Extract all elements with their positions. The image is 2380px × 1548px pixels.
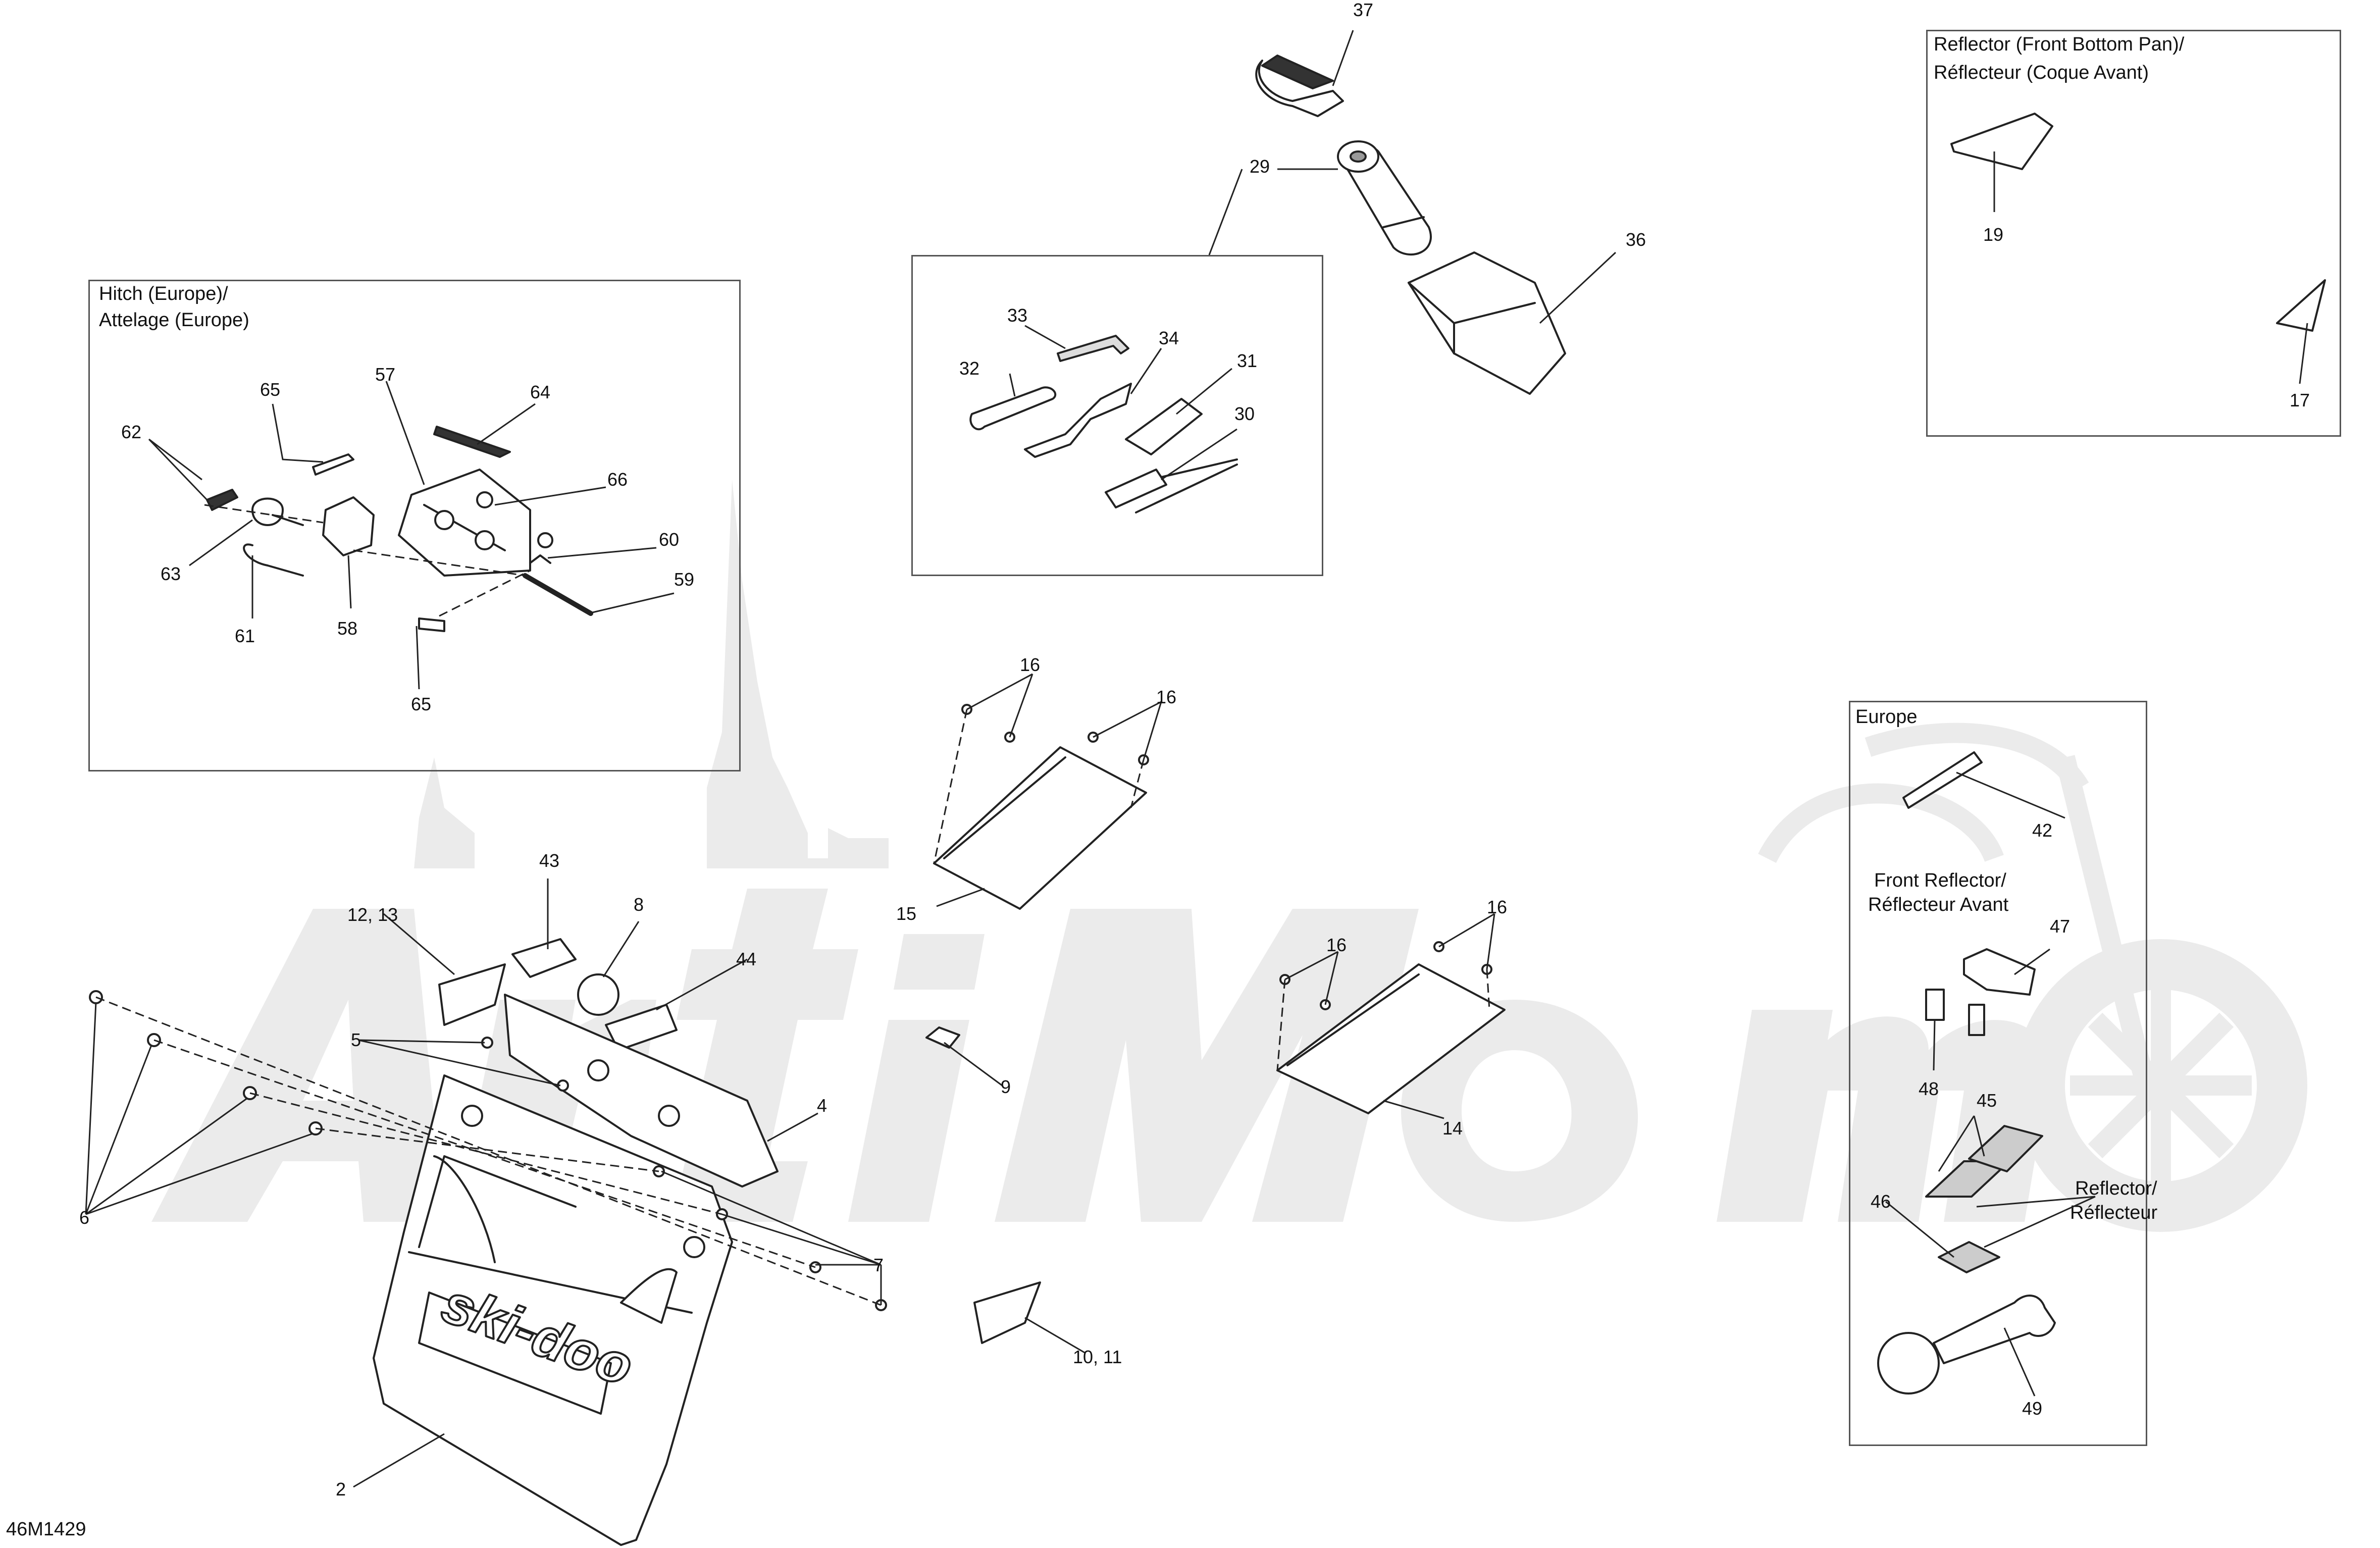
callout-19: 19 [1983,224,2004,245]
part-48 [1925,989,1945,1021]
part-58 [322,496,375,556]
callout-31: 31 [1237,350,1258,371]
part-14 [1276,963,1506,1114]
callout-12-13: 12, 13 [347,904,398,925]
callout-30: 30 [1234,403,1255,424]
callout-66: 66 [607,469,628,490]
callout-5: 5 [351,1029,361,1050]
part-30-screwdriver [1105,469,1167,508]
callout-37: 37 [1353,0,1374,20]
part-43 [511,938,577,978]
part-62 [206,489,238,511]
part-49 [1877,1332,1940,1395]
callout-2: 2 [336,1479,346,1500]
part-36 [1408,251,1566,395]
callout-59: 59 [674,569,695,590]
callout-7: 7 [873,1255,884,1275]
callout-47: 47 [2050,916,2071,937]
callout-16-c: 16 [1487,897,1508,917]
part-32 [969,386,1057,431]
callout-42: 42 [2032,820,2053,841]
callout-63: 63 [161,563,181,584]
part-34 [1024,383,1132,458]
europe-box [1849,701,2147,1446]
part-10-11 [973,1281,1041,1344]
callout-10-11: 10, 11 [1073,1347,1122,1367]
diagram-code: 46M1429 [6,1519,86,1540]
part-9 [925,1026,960,1049]
callout-16-b: 16 [1156,687,1177,707]
tools-box [911,255,1323,576]
callout-33: 33 [1007,305,1028,326]
part-12-13 [438,963,506,1026]
callout-58: 58 [337,618,358,639]
callout-46: 46 [1871,1191,1891,1212]
front-reflector-label-2: Réflecteur Avant [1868,894,2009,915]
part-46 [1938,1241,2000,1273]
part-59 [523,573,593,616]
part-63 [251,497,284,526]
callout-15: 15 [896,903,917,924]
part-15 [933,746,1147,910]
reflector-label-2: Réflecteur [2070,1202,2158,1223]
part-47 [1963,948,2036,996]
callout-9: 9 [1001,1076,1011,1097]
part-65 [312,453,354,476]
callout-43: 43 [539,850,560,871]
callout-45: 45 [1977,1090,1997,1111]
callout-16-a: 16 [1020,654,1041,675]
callout-64: 64 [530,382,551,402]
part-19 [1950,113,2053,170]
callout-44: 44 [736,949,757,969]
part-42 [1902,751,1983,809]
part-4 [504,994,779,1188]
callout-65-top: 65 [260,379,281,400]
front-reflector-label-1: Front Reflector/ [1874,870,2006,891]
callout-29: 29 [1250,156,1270,177]
part-66 [476,491,493,508]
hitch-title-1: Hitch (Europe)/ [99,283,228,304]
callout-57: 57 [375,364,396,385]
callout-36: 36 [1626,229,1646,250]
callout-8: 8 [634,894,644,915]
callout-6: 6 [79,1207,90,1228]
callout-65-bottom: 65 [411,694,432,714]
callout-16-d: 16 [1326,935,1347,955]
hitch-box [88,280,741,771]
part-33 [1057,335,1129,362]
part-8 [577,973,619,1016]
reflector-pan-title-1: Reflector (Front Bottom Pan)/ [1934,34,2185,55]
part-37 [1255,60,1344,117]
callout-17: 17 [2290,390,2310,410]
callout-60: 60 [659,529,680,550]
callout-62: 62 [121,422,142,442]
reflector-pan-title-2: Réflecteur (Coque Avant) [1934,62,2149,83]
part-57 [398,469,531,577]
callout-61: 61 [235,626,255,646]
callout-32: 32 [959,358,980,379]
callout-49: 49 [2022,1398,2043,1419]
callout-14: 14 [1442,1118,1463,1139]
part-17 [2276,279,2326,332]
callout-34: 34 [1159,328,1179,348]
callout-48: 48 [1919,1078,1939,1099]
part-60 [529,554,551,564]
reflector-pan-box [1926,30,2341,437]
part-31 [1125,398,1203,455]
part-61 [243,543,304,577]
callout-4: 4 [817,1095,827,1116]
reflector-label-1: Reflector/ [2075,1178,2157,1199]
hitch-title-2: Attelage (Europe) [99,309,249,331]
europe-title: Europe [1855,706,1918,728]
part-64 [433,426,511,458]
part-2 [373,1074,733,1546]
